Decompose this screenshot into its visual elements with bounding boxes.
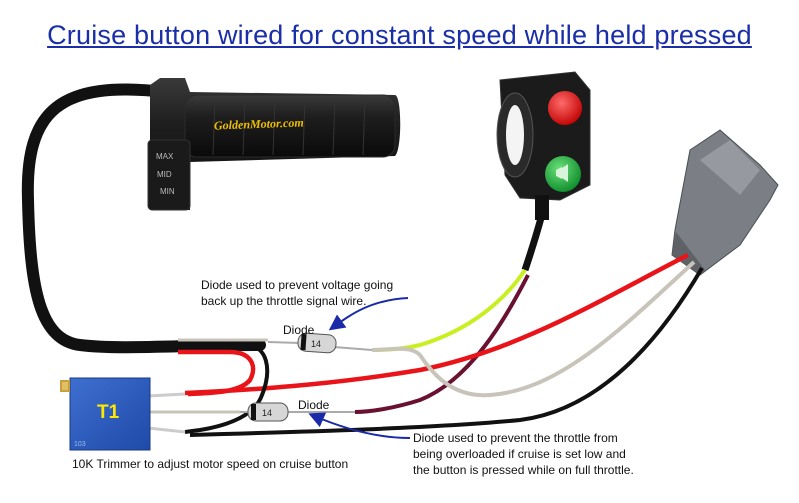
throttle-cable [21, 83, 266, 354]
diode-bottom-note-line2: being overloaded if cruise is set low an… [413, 447, 626, 461]
trimmer-note: 10K Trimmer to adjust motor speed on cru… [72, 457, 349, 471]
trimmer-label: T1 [97, 402, 120, 423]
throttle-grip [147, 78, 401, 211]
throttle-brand: GoldenMotor.com [213, 115, 304, 133]
diode-bottom-note-line1: Diode used to prevent the throttle from [413, 431, 618, 445]
diode-top-note-line1: Diode used to prevent voltage going [201, 278, 394, 292]
red-button-icon [548, 91, 582, 125]
cruise-switch [496, 71, 591, 220]
diode-top-label: Diode [283, 323, 315, 337]
connector [671, 129, 779, 276]
diode-top-note-line2: back up the throttle signal wire. [201, 294, 367, 308]
svg-text:14: 14 [311, 339, 321, 349]
arrow-top [328, 297, 409, 331]
diode-top: 14 [267, 332, 373, 354]
trimmer-t1: 103 [60, 377, 151, 451]
svg-text:14: 14 [262, 408, 272, 418]
arrow-bottom [308, 412, 411, 439]
scale-min: MIN [160, 187, 175, 196]
scale-max: MAX [156, 152, 174, 161]
scale-mid: MID [157, 170, 172, 179]
diode-bottom: 14 [240, 402, 355, 422]
diode-bottom-note-line3: the button is pressed while on full thro… [413, 463, 634, 477]
diode-bottom-label: Diode [298, 398, 330, 412]
svg-text:103: 103 [74, 441, 86, 448]
page-title: Cruise button wired for constant speed w… [47, 20, 752, 50]
